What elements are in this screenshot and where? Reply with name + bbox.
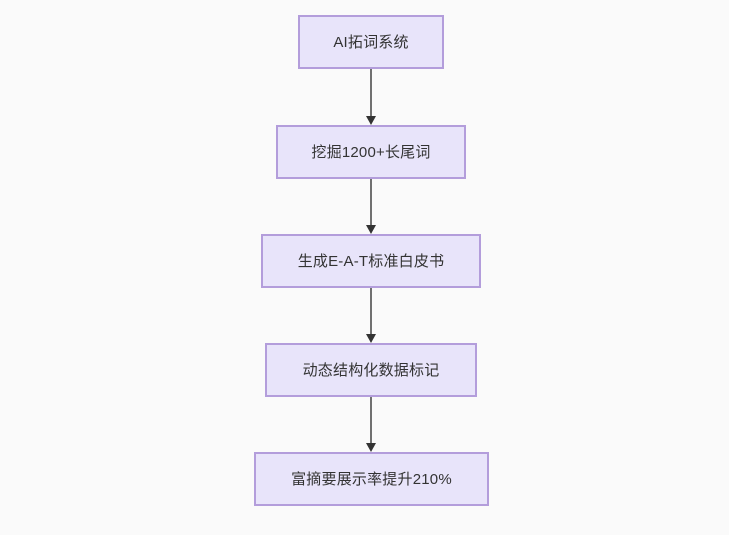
flowchart-node-2-label: 挖掘1200+长尾词 (311, 143, 431, 161)
flowchart-node-1[interactable]: AI拓词系统 (298, 15, 444, 69)
flowchart-node-3-label: 生成E-A-T标准白皮书 (297, 252, 445, 270)
connector-arrowhead-1 (365, 116, 376, 125)
connector-line-1 (370, 69, 372, 116)
connector-line-2 (370, 179, 372, 225)
flowchart-node-4-label: 动态结构化数据标记 (302, 361, 440, 379)
connector-arrowhead-2 (365, 225, 376, 234)
flowchart-node-5[interactable]: 富摘要展示率提升210% (254, 452, 489, 506)
flowchart-node-4[interactable]: 动态结构化数据标记 (265, 343, 477, 397)
flowchart-node-1-label: AI拓词系统 (333, 33, 409, 51)
flowchart-node-3[interactable]: 生成E-A-T标准白皮书 (261, 234, 481, 288)
connector-arrowhead-3 (365, 334, 376, 343)
connector-arrowhead-4 (365, 443, 376, 452)
flowchart-node-5-label: 富摘要展示率提升210% (291, 470, 452, 488)
connector-line-4 (370, 397, 372, 443)
flowchart-node-2[interactable]: 挖掘1200+长尾词 (276, 125, 466, 179)
connector-line-3 (370, 288, 372, 334)
